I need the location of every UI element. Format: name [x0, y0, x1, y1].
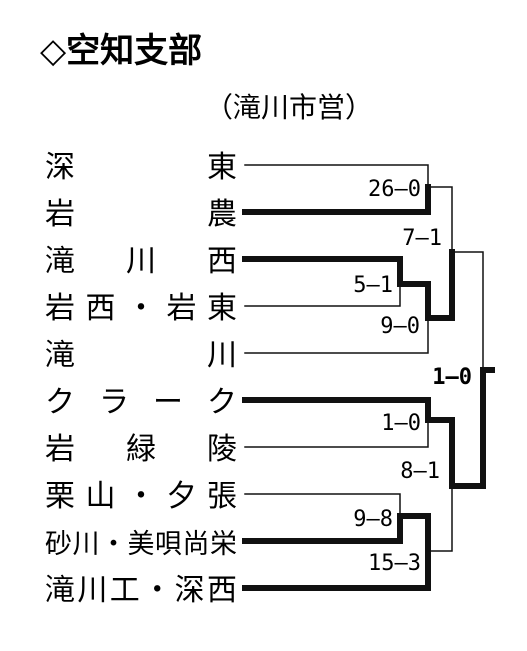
bracket-line [427, 485, 453, 552]
bracket-line-winner [449, 367, 486, 489]
bracket-line-winner [425, 417, 455, 489]
team-name: 砂川・美唄尚栄 [45, 529, 237, 560]
team-name: 滝川 [45, 338, 237, 373]
score-label: 15―3 [368, 551, 421, 576]
bracket-line [244, 419, 429, 448]
bracket-line [427, 186, 453, 253]
bracket-line-winner [242, 397, 431, 423]
team-name: 岩西・岩東 [45, 291, 237, 326]
page-title: ◇空知支部 [40, 31, 202, 71]
bracket-line-winner [242, 548, 431, 591]
team-name: 深東 [45, 150, 237, 185]
team-name: 岩緑陵 [45, 432, 237, 467]
score-backdrop [344, 550, 422, 574]
team-name: 滝川西 [45, 244, 237, 279]
bracket-line [244, 317, 429, 354]
bracket-line [451, 251, 484, 371]
bracket-lines [242, 164, 495, 591]
score-backdrop [330, 272, 394, 296]
score-label: 9―8 [353, 507, 393, 532]
score-label: 5―1 [353, 273, 393, 298]
score-backdrop [412, 365, 474, 389]
bracket-line [244, 493, 401, 517]
team-list: 深東 岩農 滝川西 岩西・岩東 滝川 クラーク 岩緑陵 栗山・夕張 砂川・美唄尚… [45, 150, 237, 608]
score-backdrop [346, 176, 422, 200]
team-name: 滝川工・深西 [45, 573, 237, 608]
score-label: 8―1 [400, 459, 440, 484]
team-name: 栗山・夕張 [45, 479, 237, 514]
bracket-line-winner [242, 513, 403, 544]
score-backdrop [358, 410, 422, 434]
score-label: 9―0 [380, 314, 420, 339]
bracket-line-winner [425, 249, 455, 321]
score-label: 26―0 [368, 177, 421, 202]
score-label: 7―1 [402, 226, 442, 251]
bracket-line [244, 283, 401, 307]
final-score-label: 1―0 [432, 365, 472, 390]
score-backdrop [330, 506, 394, 530]
bracket-line-winner [397, 281, 431, 321]
score-backdrop [355, 313, 421, 337]
venue-label: （滝川市営） [205, 91, 373, 124]
score-label: 1―0 [381, 411, 421, 436]
team-name: 岩農 [45, 197, 237, 232]
scores: 26―0 7―1 5―1 9―0 1―0 1―0 8―1 9―8 15―3 [330, 176, 474, 576]
bracket-line-winner [397, 513, 431, 554]
bracket-line-winner [242, 184, 431, 215]
team-name: クラーク [45, 385, 237, 420]
bracket-line-winner [242, 256, 403, 287]
bracket-line [244, 164, 429, 188]
